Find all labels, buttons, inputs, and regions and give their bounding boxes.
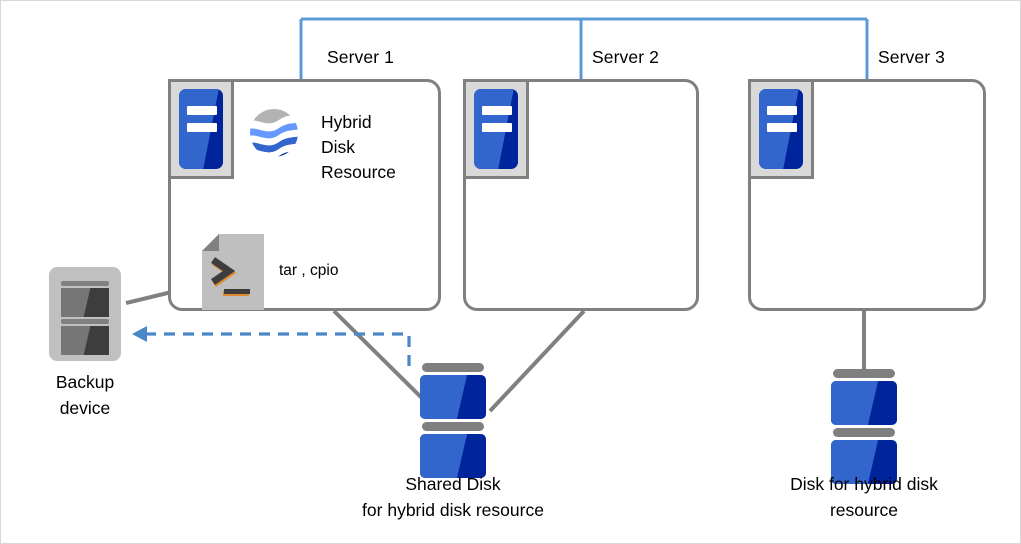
tape-drive-rail: [61, 281, 109, 286]
terminal-document-icon: [202, 234, 264, 310]
shared-disk-icon: [420, 363, 486, 478]
server-icon: [168, 79, 234, 179]
server-icon-body: [759, 89, 803, 169]
caption-line: resource: [829, 500, 899, 520]
server-1-label: Server 1: [327, 47, 394, 67]
disk-plate: [420, 434, 486, 478]
server-icon-body: [179, 89, 223, 169]
tape-drive-slot: [61, 326, 109, 355]
tape-drive-slot: [61, 288, 109, 317]
resource-label-line: Resource: [321, 162, 396, 182]
backup-device-caption: Backup device: [15, 369, 155, 421]
server-icon-bar: [187, 123, 217, 132]
disk-plate: [420, 375, 486, 419]
server-icon-bar: [187, 106, 217, 115]
hybrid-disk-icon: [831, 369, 897, 484]
server-icon: [463, 79, 529, 179]
backup-device-icon: [49, 267, 121, 361]
server-3-label: Server 3: [878, 47, 945, 67]
server-icon: [748, 79, 814, 179]
server-icon-bar: [482, 123, 512, 132]
server-icon-bar: [767, 106, 797, 115]
server-2-box[interactable]: [463, 79, 699, 311]
server-1-box[interactable]: Hybrid Disk Resource tar , cpio: [168, 79, 441, 311]
server-icon-bar: [767, 123, 797, 132]
shared-disk-caption: Shared Disk for hybrid disk resource: [303, 471, 603, 523]
globe-icon: [249, 108, 299, 158]
disk-cap: [833, 428, 895, 437]
tape-drive-rail: [61, 319, 109, 324]
tar-cpio-label: tar , cpio: [279, 262, 339, 279]
caption-line: Disk for hybrid disk: [790, 474, 938, 494]
server-icon-bar: [482, 106, 512, 115]
hybrid-disk-caption: Disk for hybrid disk resource: [739, 471, 989, 523]
server-icon-body: [474, 89, 518, 169]
resource-label-line: Hybrid: [321, 112, 372, 132]
disk-cap: [422, 422, 484, 431]
backup-flow-arrow: [132, 326, 411, 366]
disk-plate: [831, 440, 897, 484]
caption-line: for hybrid disk resource: [362, 500, 544, 520]
server-3-box[interactable]: [748, 79, 986, 311]
disk-cap: [833, 369, 895, 378]
disk-plate: [831, 381, 897, 425]
caption-line: device: [59, 398, 111, 418]
caption-line: Backup: [55, 372, 115, 392]
disk-cap: [422, 363, 484, 372]
hybrid-disk-resource-label: Hybrid Disk Resource: [321, 110, 396, 185]
server-2-label: Server 2: [592, 47, 659, 67]
resource-label-line: Disk: [321, 137, 356, 157]
caption-line: Shared Disk: [405, 474, 501, 494]
connector-server2-shared-disk: [488, 309, 586, 413]
